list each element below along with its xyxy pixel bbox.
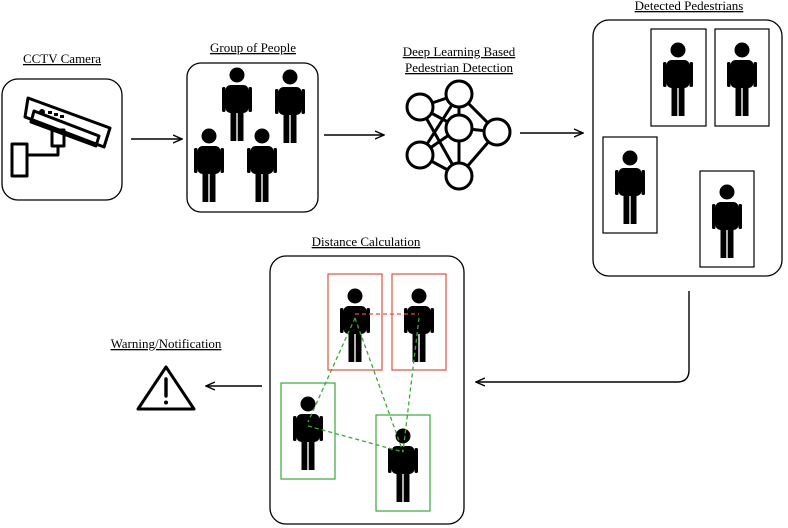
person-icon [293,396,323,470]
person-icon [194,128,224,202]
violation-bounding-box [327,273,383,371]
arrow-detected-to-distance [476,291,690,382]
person-icon [222,67,252,141]
detected-pedestrians-label: Detected Pedestrians [635,0,744,13]
safe-distance-line [402,317,420,453]
detection-bounding-box [699,170,755,268]
group-of-people-box [186,62,319,213]
safe-bounding-box [280,382,336,480]
warning-notification-label: Warning/Notification [111,336,222,351]
warning-triangle-icon [136,365,196,411]
cctv-camera-box [1,78,123,201]
distance-calculation-label: Distance Calculation [312,234,421,249]
person-icon [247,128,277,202]
person-icon [275,69,305,143]
cctv-camera-icon [10,96,112,178]
violation-bounding-box [391,273,447,371]
safe-distance-line [354,317,404,453]
detection-bounding-box [714,28,770,127]
cctv-camera-label: CCTV Camera [23,51,101,66]
person-icon [340,288,370,362]
safe-distance-line [307,425,404,453]
detection-label-line2: Pedestrian Detection [405,60,513,75]
person-icon [663,42,693,116]
person-icon [404,288,434,362]
person-icon [388,428,418,502]
detection-label-line1: Deep Learning Based [403,44,516,59]
safe-bounding-box [375,414,431,512]
neural-network-icon [405,79,512,191]
person-icon [727,42,757,116]
detected-pedestrians-box [592,19,783,277]
person-icon [615,150,645,224]
safe-distance-line [307,317,356,423]
detection-bounding-box [602,136,658,234]
person-icon [712,184,742,258]
group-of-people-label: Group of People [210,40,296,55]
distance-calculation-box [269,255,465,525]
detection-bounding-box [650,28,707,127]
